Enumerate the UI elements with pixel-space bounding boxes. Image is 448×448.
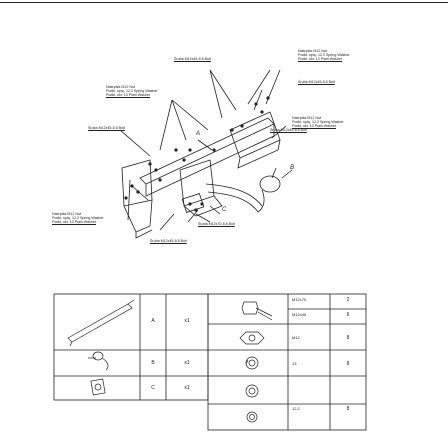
callout-line: Podkł. okr. 13 Plain Washer <box>52 220 97 225</box>
callout-line: Śruba M12x70-8.8 Bolt <box>198 222 235 226</box>
part-letter-b: B <box>290 165 295 171</box>
callout-line: Nakrętka M12 Nut <box>298 49 327 53</box>
callout-line: Podkł. sprę. 12.2 Spring Washer <box>292 120 344 125</box>
callout-line: Śruba M12x45-8.8 Bolt <box>174 57 211 61</box>
hardware-row-4-qty: 8 <box>346 361 350 367</box>
callout-nut-bottom-left: Nakrętka M12 Nut Podkł. sprę. 12.2 Sprin… <box>52 212 104 225</box>
callout-line: Podkł. sprę. 12.2 Spring Washer <box>106 89 158 94</box>
parts-row-b-qty: x1 <box>184 360 190 366</box>
callout-nut-top-right: Nakrętka M12 Nut Podkł. sprę. 12.2 Sprin… <box>298 49 350 62</box>
callout-line: Śruba M12x45-8.8 Bolt <box>270 128 307 132</box>
callout-line: Nakrętka M12 Nut <box>52 212 81 216</box>
callout-line: Nakrętka M12 Nut <box>106 85 135 89</box>
nut-icon <box>239 331 265 345</box>
callout-line: Śruba M12x45-8.8 Bolt <box>88 126 125 130</box>
parts-row-a-letter: A <box>151 318 155 324</box>
right-bracket <box>229 111 281 159</box>
hardware-row-4-spec: 13 <box>292 361 297 366</box>
hardware-row-5-qty: 8 <box>346 406 350 412</box>
part-a-drawing <box>67 299 135 347</box>
callout-line: Podkł. okr. 13 Plain Washer <box>106 93 151 98</box>
towball-neck <box>205 183 263 207</box>
towball <box>259 175 281 193</box>
hardware-row-2-qty: 6 <box>346 312 350 318</box>
assembly-drawing <box>119 69 293 239</box>
part-b-drawing <box>88 351 109 371</box>
part-letter-a: A <box>196 131 201 137</box>
hardware-row-3-spec: M12 <box>292 335 300 340</box>
callout-line: Podkł. okr. 13 Plain Washer <box>298 57 343 62</box>
bolt-icon <box>241 301 273 321</box>
callout-bolt-right-lower: Śruba M12x45-8.8 Bolt <box>270 128 307 132</box>
callout-bolt-bottom-left: Śruba M12x45-8.8 Bolt <box>150 239 187 243</box>
callout-nut-top-left: Nakrętka M12 Nut Podkł. sprę. 12.2 Sprin… <box>106 85 158 98</box>
callout-bolt-right: Śruba M12x45-8.8 Bolt <box>298 80 335 84</box>
spring-washer-icon <box>245 356 259 370</box>
parts-row-a-qty: x1 <box>184 318 190 324</box>
callout-line: Nakrętka M12 Nut <box>292 116 321 120</box>
callout-bolt-bottom-center: Śruba M12x70-8.8 Bolt <box>198 222 235 226</box>
parts-row-c-qty: x1 <box>184 385 190 391</box>
hardware-row-5-spec: 12.2 <box>292 406 300 411</box>
parts-row-b-letter: B <box>151 360 155 366</box>
plain-washer-icon <box>245 384 259 398</box>
main-beam <box>139 117 275 185</box>
callout-nut-right: Nakrętka M12 Nut Podkł. sprę. 12.2 Sprin… <box>292 116 344 129</box>
callout-line: Śruba M12x45-8.8 Bolt <box>298 80 335 84</box>
hardware-row-2-spec: M12x45 <box>292 312 307 317</box>
callout-bolt-left: Śruba M12x45-8.8 Bolt <box>88 126 125 130</box>
callout-bolt-top: Śruba M12x45-8.8 Bolt <box>174 57 211 61</box>
hardware-row-3-qty: 8 <box>346 335 350 341</box>
callout-line: Podkł. sprę. 12.2 Spring Washer <box>298 53 350 58</box>
washer-icon <box>246 411 258 423</box>
top-rule <box>0 2 448 3</box>
callout-line: Podkł. sprę. 12.2 Spring Washer <box>52 216 104 221</box>
parts-row-c-letter: C <box>151 385 155 391</box>
callout-line: Śruba M12x45-8.8 Bolt <box>150 239 187 243</box>
part-letter-c: C <box>222 207 227 213</box>
part-c-drawing <box>90 378 106 396</box>
hardware-row-1-qty: 2 <box>346 297 350 303</box>
callout-line: Podkł. okr. 13 Plain Washer <box>292 124 337 129</box>
hardware-row-1-spec: M12x70 <box>292 297 307 302</box>
